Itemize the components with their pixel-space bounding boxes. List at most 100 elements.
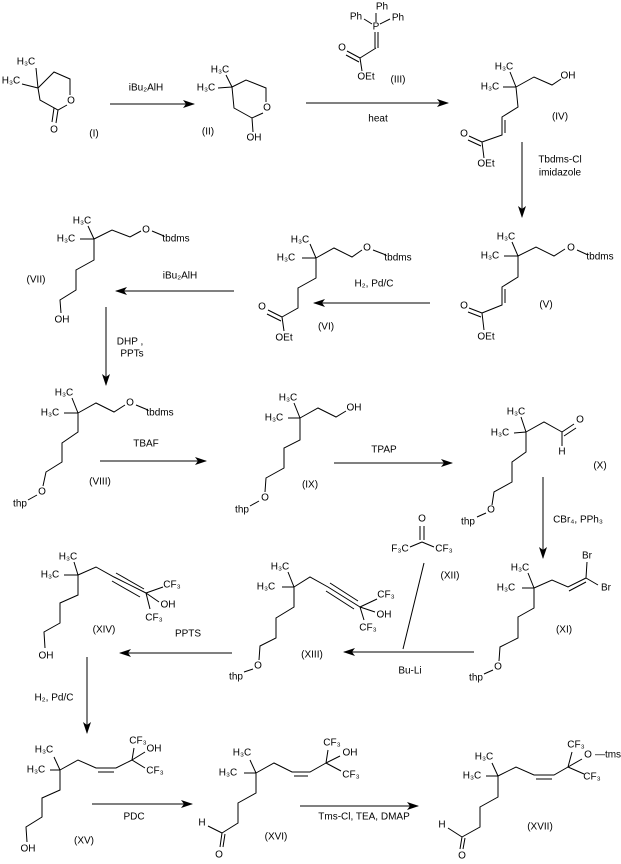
atom-label: OH — [377, 610, 392, 621]
reagent-label: TBAF — [133, 439, 159, 450]
reagent-label: heat — [368, 114, 388, 125]
atom-label: OH — [247, 133, 262, 144]
compound-number-ix: (IX) — [302, 480, 318, 491]
compound-number-ii: (II) — [202, 127, 214, 138]
atom-label: O — [494, 662, 502, 673]
atom-label: thp — [13, 499, 27, 510]
compound-x — [476, 416, 577, 518]
reagent-label: DHP , — [117, 337, 144, 348]
atom-label: O — [254, 661, 262, 672]
reagent-label: PDC — [123, 812, 144, 823]
reagent-label: iBu₂AlH — [163, 271, 197, 282]
atom-label: Br — [601, 583, 612, 594]
atom-label: H₃C — [73, 216, 92, 227]
atom-label: H₃C — [481, 251, 500, 262]
atom-label: P — [373, 22, 380, 33]
atom-label: O — [567, 243, 575, 254]
atom-label: H — [558, 447, 565, 458]
atom-label: tbdms — [586, 252, 613, 263]
compound-iv — [467, 71, 562, 159]
compound-number-v: (V) — [539, 300, 552, 311]
atom-label: OH — [21, 844, 36, 855]
compound-iv-bonds — [467, 71, 562, 159]
compound-number-xiv: (XIV) — [93, 625, 116, 636]
compound-xi — [483, 561, 599, 675]
compound-v-bonds — [467, 241, 589, 331]
atom-label: thp — [235, 505, 249, 516]
atom-label: CF₃ — [567, 740, 584, 751]
compound-number-xvi: (XVI) — [265, 832, 288, 843]
compound-vi — [266, 243, 387, 332]
atom-label: O — [38, 487, 46, 498]
atom-label: OH — [161, 600, 176, 611]
atom-label: —tms — [595, 750, 621, 761]
atom-label: H₃C — [279, 393, 298, 404]
atom-label: H₃C — [17, 57, 36, 68]
compound-number-xii: (XII) — [441, 571, 460, 582]
atom-label: Br — [582, 551, 593, 562]
atom-label: O — [487, 505, 495, 516]
compound-xvii-bonds — [447, 751, 585, 850]
atom-label: H₃C — [271, 562, 290, 573]
atom-label: CF₃ — [377, 590, 394, 601]
compound-xiii — [243, 571, 378, 673]
atom-label: H₃C — [265, 413, 284, 424]
atom-label: H₃C — [481, 82, 500, 93]
atom-label: tbdms — [146, 408, 173, 419]
atom-label: OH — [561, 71, 576, 82]
atom-label: Ph — [392, 13, 404, 24]
atom-label: O — [50, 125, 58, 136]
atom-label: O — [460, 129, 468, 140]
atom-label: O — [584, 750, 592, 761]
atom-label: CF₃ — [583, 772, 600, 783]
compound-xi-bonds — [483, 561, 599, 675]
reagent-label: imidazole — [539, 168, 582, 179]
atom-label: thp — [469, 673, 483, 684]
atom-label: H₃C — [507, 407, 526, 418]
atom-label: H₃C — [59, 552, 78, 563]
atom-label: O — [67, 96, 75, 107]
reagent-label: H₂, Pd/C — [35, 693, 74, 704]
compound-vii — [59, 225, 165, 314]
atom-label: H₃C — [197, 83, 216, 94]
arrows-layer — [83, 99, 547, 810]
atom-label: O — [215, 850, 223, 861]
compound-number-iv: (IV) — [552, 112, 568, 123]
atom-label: CF₃ — [323, 738, 340, 749]
compound-x-bonds — [476, 416, 577, 518]
reagent-label: Tms-Cl, TEA, DMAP — [318, 812, 410, 823]
compound-i-bonds — [21, 67, 71, 124]
atom-label: OEt — [477, 332, 494, 343]
atom-label: CF₃ — [163, 580, 180, 591]
atom-label: H₃C — [497, 583, 516, 594]
atom-label: CF₃ — [435, 544, 452, 555]
atom-label: CF₃ — [129, 736, 146, 747]
atom-label: O — [142, 225, 150, 236]
atom-label: H₃C — [41, 570, 60, 581]
atom-label: H₃C — [57, 234, 76, 245]
atom-label: O — [418, 514, 426, 525]
atom-label: F₃C — [391, 544, 408, 555]
compound-viii-bonds — [27, 397, 149, 501]
atom-label: OEt — [357, 72, 374, 83]
atom-label: OEt — [275, 333, 292, 344]
compound-number-xi: (XI) — [556, 625, 572, 636]
atom-label: OH — [343, 748, 358, 759]
compound-number-xiii: (XIII) — [301, 650, 323, 661]
atom-label: OH — [55, 315, 70, 326]
compound-number-viii: (VIII) — [89, 477, 111, 488]
atom-label: O — [258, 302, 266, 313]
reagent-label: iBu₂AlH — [129, 83, 163, 94]
atom-label: H₃C — [463, 771, 482, 782]
atom-label: H₃C — [233, 748, 252, 759]
atom-label: O — [261, 493, 269, 504]
atom-label: CF₃ — [145, 613, 162, 624]
compound-vii-bonds — [59, 225, 165, 314]
compound-ix-bonds — [249, 402, 347, 507]
atom-label: H₃C — [219, 768, 238, 779]
atom-label: H₃C — [257, 582, 276, 593]
atom-label: tbdms — [162, 234, 189, 245]
bonds-layer — [21, 13, 599, 850]
atom-label: O — [338, 43, 346, 54]
